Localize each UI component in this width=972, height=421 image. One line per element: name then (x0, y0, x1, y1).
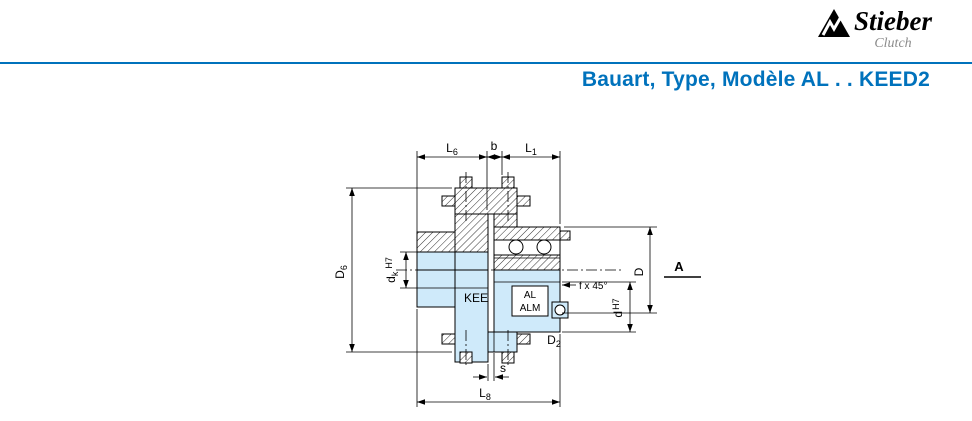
label-kee: KEE (464, 291, 488, 305)
brand-subtitle: Clutch (874, 36, 912, 51)
side-bolt-right-top (516, 195, 531, 207)
label-s: s (500, 361, 506, 375)
label-l1: L1 (525, 141, 537, 157)
bearing-ball-icon (508, 239, 524, 255)
dimension-b: b (487, 139, 503, 175)
brand-text: Stieber Clutch (854, 8, 932, 52)
bearing-ball-icon (536, 239, 552, 255)
page-title: Bauart, Type, Modèle AL . . KEED2 (581, 68, 930, 91)
label-d: D (632, 267, 646, 276)
flange-bore-upper (416, 251, 456, 271)
label-b: b (491, 139, 498, 153)
dimension-l8: L8 (416, 309, 561, 407)
housing-bolt-right (559, 230, 571, 241)
flange-lower (416, 269, 456, 308)
bearing-inner-race (493, 254, 561, 271)
label-chamfer: f x 45° (579, 281, 607, 292)
dimension-l1: L1 (502, 141, 561, 224)
stieber-triangle-icon (818, 9, 850, 37)
annotations: KEE AL ALM f x 45° A D2 (464, 259, 701, 349)
label-section-a: A (674, 259, 684, 274)
clamp-link (493, 213, 518, 228)
dimension-dh7: dH7 (562, 281, 636, 333)
dimension-l6: L6 (416, 141, 488, 232)
al-alm-label-box (511, 285, 549, 317)
label-dh7: dH7 (611, 298, 625, 317)
hub-upper (454, 213, 489, 253)
brand-logo: Stieber Clutch (817, 8, 932, 52)
grease-fitting-port (554, 304, 566, 316)
flange-upper (416, 231, 456, 253)
mountain-check-shape (821, 14, 844, 36)
hub-lower (454, 269, 489, 363)
brand-name: Stieber (854, 6, 932, 36)
bearing-outer-race (493, 226, 561, 241)
side-bolt-right-bottom (516, 333, 531, 345)
hub-bore-upper (454, 251, 489, 271)
label-d6: D6 (333, 265, 349, 279)
label-al: AL (524, 290, 537, 301)
label-d2: D2 (547, 333, 561, 349)
dimension-d: D (562, 226, 657, 314)
label-l6: L6 (446, 141, 458, 157)
label-dk-h7: dkH7 (384, 257, 400, 283)
dimensions: L6 b L1 D6 dkH7 D (333, 139, 657, 407)
dimension-dk: dkH7 (384, 251, 417, 289)
centerlines (396, 172, 624, 368)
header-rule (0, 62, 972, 64)
dimension-d6: D6 (333, 187, 452, 353)
side-bolt-left-top (441, 195, 456, 207)
side-bolt-left-bottom (441, 333, 456, 345)
label-alm: ALM (520, 303, 541, 314)
dimension-s: s (473, 353, 509, 381)
label-l8: L8 (479, 386, 491, 402)
